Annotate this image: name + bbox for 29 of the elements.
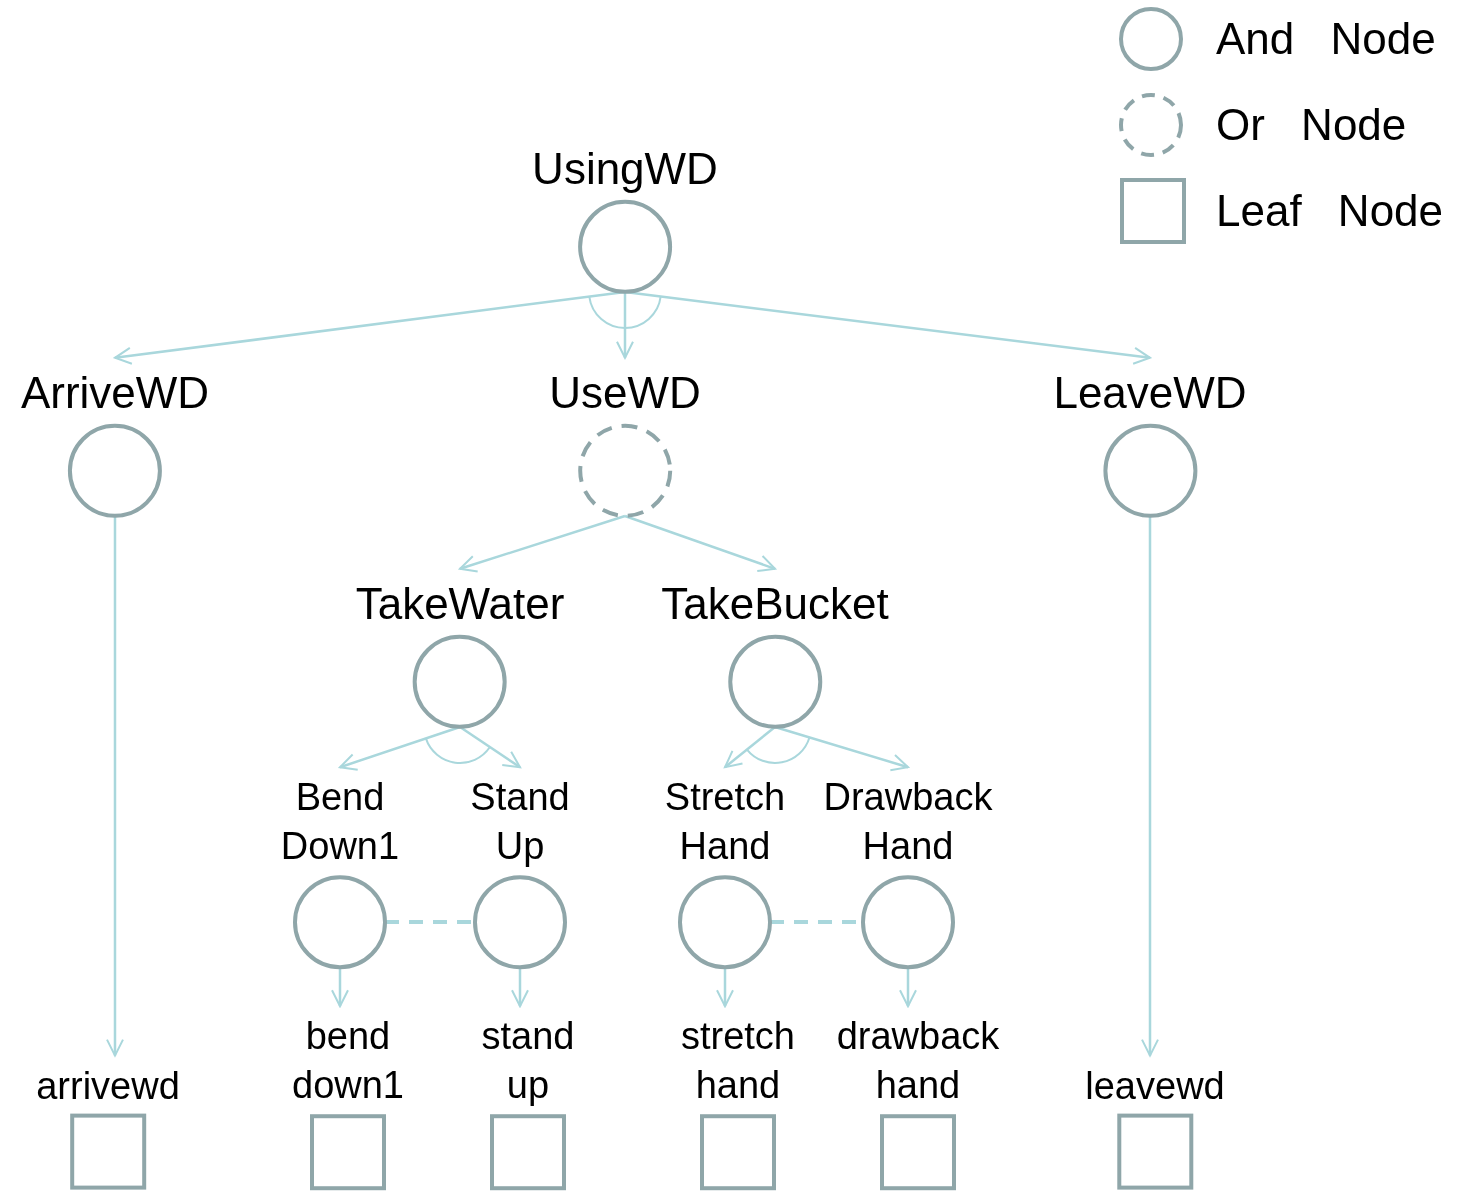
- arrow: [724, 726, 776, 769]
- node-label: TakeBucket: [661, 577, 889, 630]
- node-label: ArriveWD: [20, 366, 210, 419]
- legend-label: Leaf Node: [1216, 186, 1444, 236]
- arrow: [716, 967, 734, 1008]
- node-label: Bend Down1: [279, 775, 401, 870]
- node-label: drawback hand: [835, 1014, 1001, 1109]
- arrow: [331, 967, 349, 1008]
- arrow: [106, 516, 124, 1057]
- arrow: [624, 514, 776, 573]
- node-label: UsingWD: [532, 142, 718, 195]
- node-label: Drawback Hand: [822, 775, 994, 870]
- arrow: [511, 967, 529, 1008]
- node-label: leavewd: [1085, 1063, 1225, 1109]
- node-label: stand up: [480, 1014, 576, 1109]
- arrow: [899, 967, 917, 1008]
- legend-label: And Node: [1216, 14, 1436, 64]
- node-label: stretch hand: [679, 1014, 796, 1109]
- node-label: arrivewd: [36, 1063, 180, 1109]
- arrow: [459, 514, 626, 573]
- node-label: LeaveWD: [1053, 366, 1247, 419]
- legend-label: Or Node: [1216, 100, 1407, 150]
- node-label: Stand Up: [469, 775, 571, 870]
- node-label: bend down1: [291, 1014, 405, 1109]
- arrow: [1141, 516, 1159, 1057]
- node-label: Stretch Hand: [663, 775, 787, 870]
- node-label: TakeWater: [355, 577, 565, 630]
- arrow: [616, 292, 634, 359]
- node-label: UseWD: [549, 366, 701, 419]
